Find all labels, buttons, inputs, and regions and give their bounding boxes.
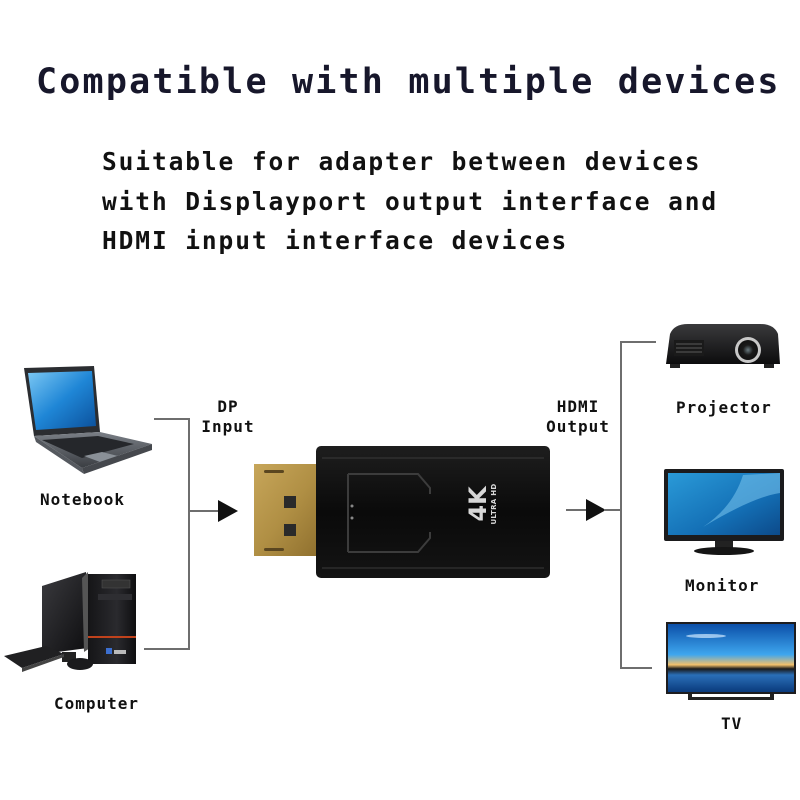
hdmi-output-label: HDMI Output bbox=[546, 397, 610, 436]
laptop-icon bbox=[22, 364, 154, 476]
device-label-tv: TV bbox=[721, 714, 743, 733]
device-label-notebook: Notebook bbox=[40, 490, 126, 509]
arrow-right-icon bbox=[218, 500, 238, 522]
description-line: HDMI input interface devices bbox=[102, 226, 569, 255]
input-connector-line bbox=[189, 510, 219, 512]
device-label-projector: Projector bbox=[676, 398, 772, 417]
monitor-icon bbox=[663, 467, 785, 559]
dp-input-label: DP Input bbox=[201, 397, 255, 436]
output-connector-line bbox=[566, 509, 588, 511]
projector-icon bbox=[664, 320, 782, 372]
description-line: Suitable for adapter between devices bbox=[102, 147, 702, 176]
tv-icon bbox=[666, 622, 796, 702]
input-connector-line bbox=[154, 418, 189, 420]
input-connector-line bbox=[188, 418, 190, 650]
description: Suitable for adapter between devices wit… bbox=[102, 142, 718, 261]
dp-to-hdmi-adapter: 4K ULTRA HD bbox=[252, 444, 552, 580]
desktop-computer-icon bbox=[2, 568, 138, 676]
output-connector-line bbox=[620, 667, 652, 669]
description-line: with Displayport output interface and bbox=[102, 186, 719, 216]
4k-badge: 4K ULTRA HD bbox=[464, 483, 498, 525]
arrow-right-icon bbox=[586, 499, 606, 521]
output-connector-line bbox=[620, 341, 656, 343]
input-connector-line bbox=[144, 648, 190, 650]
output-connector-line bbox=[620, 341, 622, 669]
output-connector-line bbox=[604, 509, 622, 511]
device-label-computer: Computer bbox=[54, 694, 140, 713]
page-title: Compatible with multiple devices bbox=[36, 62, 781, 102]
device-label-monitor: Monitor bbox=[685, 576, 760, 595]
